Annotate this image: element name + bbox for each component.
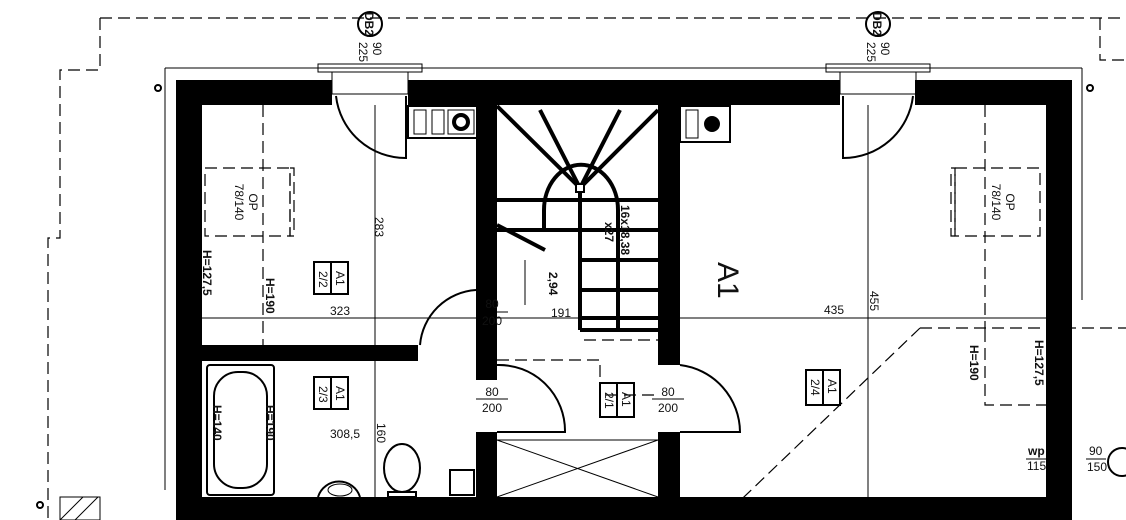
stair-steps: 16x18,38: [618, 205, 632, 255]
height-140-bath: H=140: [210, 405, 224, 441]
skylight-left: OP 78/140: [204, 167, 295, 237]
room-apt: A1: [333, 271, 347, 286]
stair-tread: x27: [602, 222, 616, 242]
dim-435: 435: [824, 303, 844, 317]
door-label-1: 80 200: [476, 297, 508, 328]
window-wp: wp: [1027, 444, 1045, 458]
room-num: 2/2: [316, 271, 330, 288]
door-label-3: 80 200: [652, 385, 684, 415]
window-width: 90: [1089, 444, 1103, 458]
corner-hatch: [59, 496, 101, 520]
window-code: DB2: [870, 12, 884, 36]
bathroom-fixtures: [206, 364, 475, 498]
dim-191: 191: [551, 306, 571, 320]
dim-455: 455: [867, 291, 881, 311]
height-190-left: H=190: [263, 278, 277, 314]
skylight-right: OP 78/140: [950, 167, 1041, 237]
dim-160: 160: [374, 423, 388, 443]
chimney-right: [679, 105, 731, 143]
window-wp-height: 115: [1027, 459, 1046, 473]
room-apt: A1: [333, 386, 347, 401]
door-height: 200: [482, 401, 502, 415]
window-width: 90: [878, 42, 892, 56]
door-height: 200: [482, 314, 502, 328]
dim-323: 323: [330, 304, 350, 318]
apartment-label: A1: [711, 262, 744, 299]
dimension-lines: [202, 105, 1126, 520]
room-tag-2-3: A1 2/3: [313, 376, 349, 410]
skylight-right-size: 78/140: [989, 184, 1003, 221]
window-height: 225: [864, 42, 878, 62]
skylight-right-code: OP: [1003, 193, 1017, 210]
room-num: 2/4: [808, 379, 822, 396]
height-127-5-left: H=127,5: [200, 250, 214, 296]
skylight-left-code: OP: [246, 193, 260, 210]
window-height: 225: [356, 42, 370, 62]
window-height: 150: [1087, 460, 1107, 474]
door-width: 80: [485, 297, 499, 311]
door-label-2: 80 200: [476, 385, 508, 415]
door-swings: [419, 289, 742, 498]
window-code: DB2: [362, 12, 376, 36]
window-label-90-150: 90 150: [1086, 444, 1126, 477]
door-width: 80: [661, 385, 675, 399]
dim-308-5: 308,5: [330, 427, 360, 441]
door-height: 200: [658, 401, 678, 415]
room-apt: A1: [825, 379, 839, 394]
stair-level: 2,94: [546, 272, 560, 296]
staircase: [495, 104, 660, 341]
height-127-5-right: H=127,5: [1032, 340, 1046, 386]
window-label-wp: wp 115: [1026, 444, 1046, 473]
height-190-right: H=190: [967, 345, 981, 381]
top-left-window-door: [317, 63, 423, 160]
skylight-left-size: 78/140: [232, 184, 246, 221]
room-tag-2-4: A1 2/4: [805, 369, 841, 406]
chimney-left: [407, 105, 479, 139]
room-num: 2/3: [316, 386, 330, 403]
walls: [176, 80, 1072, 520]
door-width: 80: [485, 385, 499, 399]
room-tag-2-1: A1 2/1: [599, 382, 635, 418]
room-tag-2-2: A1 2/2: [313, 261, 349, 295]
dim-283: 283: [372, 217, 386, 237]
height-190-bath: H=190: [263, 405, 277, 441]
window-label-right: DB2 90 225: [864, 11, 892, 62]
room-num: 2/1: [602, 392, 616, 409]
window-label-left: DB2 90 225: [356, 11, 384, 62]
room-apt: A1: [619, 392, 633, 407]
top-right-window-door: [825, 63, 931, 160]
window-width: 90: [370, 42, 384, 56]
